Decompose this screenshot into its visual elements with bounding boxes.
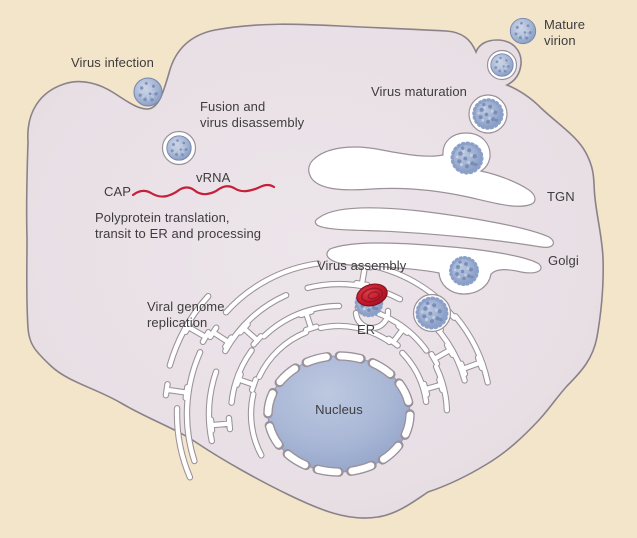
- immature-virion-in-tgn: [450, 141, 484, 175]
- golgi-cisterna-1: [314, 207, 554, 248]
- label-vrna: vRNA: [196, 170, 231, 185]
- label-golgi: Golgi: [548, 253, 579, 268]
- mature-virion: [509, 17, 537, 45]
- label-nucleus: Nucleus: [315, 402, 363, 417]
- label-virus-infection: Virus infection: [71, 55, 154, 70]
- golgi-cisterna-2: [326, 242, 542, 295]
- vrna-strand: [131, 183, 276, 198]
- immature-virion-in-golgi: [449, 256, 479, 286]
- transport-vesicle-er: [412, 293, 452, 333]
- label-viral-genome-replication: Viral genome replication: [147, 299, 225, 330]
- transport-vesicle-maturation: [468, 94, 508, 134]
- assembling-virion: [354, 283, 388, 318]
- label-mature-virion: Mature virion: [544, 17, 586, 48]
- budding-vesicle: [486, 49, 518, 81]
- nucleus: [263, 351, 415, 477]
- label-fusion-disassembly: Fusion and virus disassembly: [200, 99, 305, 130]
- label-er: ER: [357, 322, 376, 337]
- endosome-fusion: [161, 130, 197, 166]
- label-cap: CAP: [104, 184, 132, 199]
- label-polyprotein-translation: Polyprotein translation, transit to ER a…: [95, 210, 262, 241]
- infecting-virion: [132, 76, 164, 108]
- viral-rna-core: [356, 283, 388, 307]
- label-virus-maturation: Virus maturation: [371, 84, 468, 99]
- label-virus-assembly: Virus assembly: [317, 258, 407, 273]
- label-tgn: TGN: [547, 189, 575, 204]
